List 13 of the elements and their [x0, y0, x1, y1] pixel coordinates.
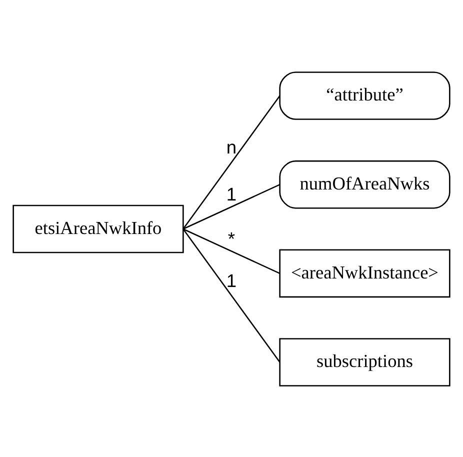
edge-label: 1 — [226, 183, 237, 204]
node-box: etsiAreaNwkInfo — [12, 204, 184, 253]
connector — [182, 228, 280, 274]
node-box: numOfAreaNwks — [279, 160, 450, 208]
edge-label: 1 — [226, 269, 237, 290]
edge-label: * — [228, 227, 236, 248]
node-box: subscriptions — [279, 338, 450, 386]
edge-label: n — [226, 136, 237, 157]
node-box: <areaNwkInstance> — [279, 248, 450, 298]
connector — [182, 228, 280, 362]
connector — [182, 183, 280, 230]
node-box: “attribute” — [279, 71, 450, 120]
connector — [182, 94, 280, 229]
